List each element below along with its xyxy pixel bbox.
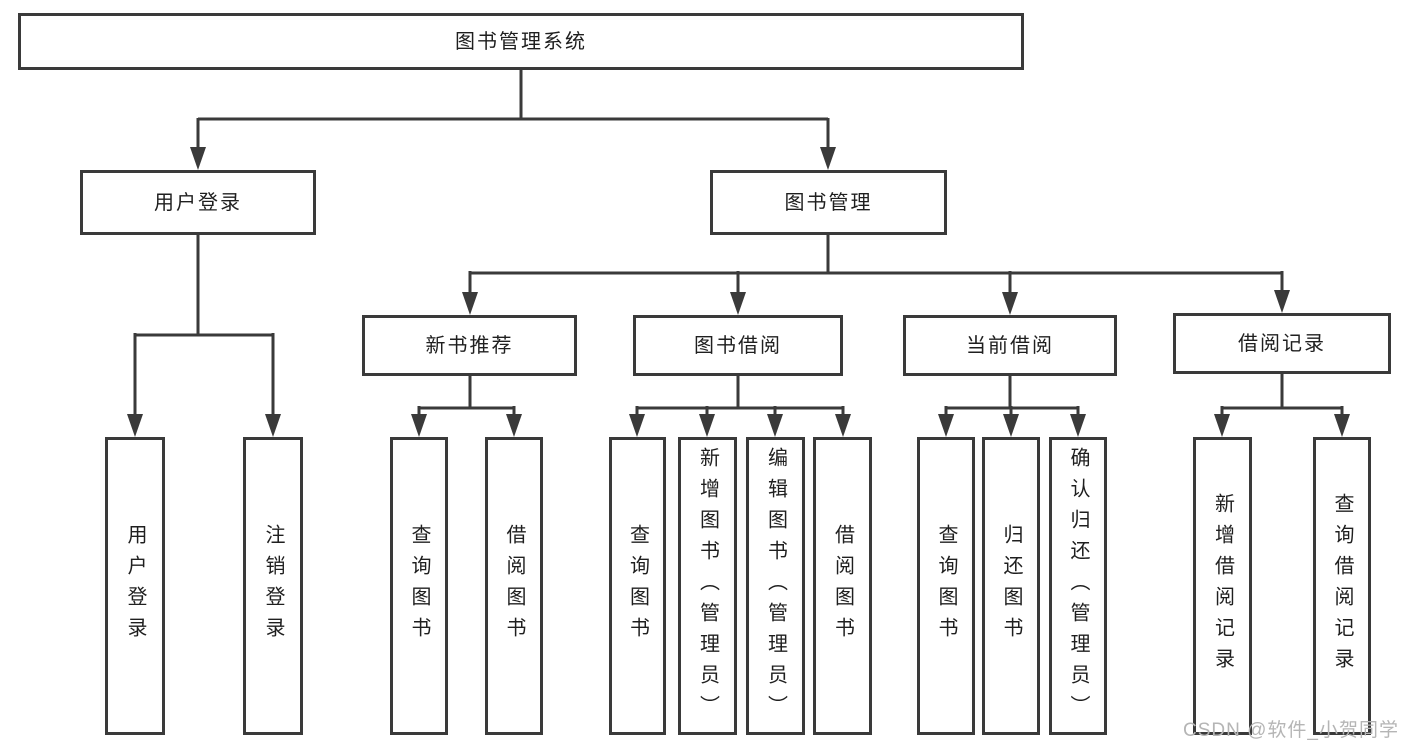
leaf-current-return-books: 归还图书 — [982, 437, 1040, 735]
box-borrow-records: 借阅记录 — [1173, 313, 1391, 374]
box-new-book-recommend: 新书推荐 — [362, 315, 577, 376]
connector-newbooks-to-leaves — [411, 376, 522, 437]
connector-bookborrow-to-leaves — [629, 376, 851, 437]
leaf-current-query-books: 查询图书 — [917, 437, 975, 735]
leaf-records-add-record: 新增借阅记录 — [1193, 437, 1252, 735]
box-library-system: 图书管理系统 — [18, 13, 1024, 70]
box-book-borrow: 图书借阅 — [633, 315, 843, 376]
leaf-borrow-borrow-books: 借阅图书 — [813, 437, 872, 735]
leaf-records-query-record: 查询借阅记录 — [1313, 437, 1371, 735]
leaf-newbooks-query-books: 查询图书 — [390, 437, 448, 735]
connector-currentborrow-to-leaves — [938, 376, 1086, 437]
box-current-borrow: 当前借阅 — [903, 315, 1117, 376]
connector-borrowrecords-to-leaves — [1214, 374, 1350, 437]
connector-root-to-level2 — [190, 70, 836, 170]
box-user-login: 用户登录 — [80, 170, 316, 235]
leaf-borrow-edit-books-admin: 编辑图书（管理员） — [746, 437, 805, 735]
leaf-current-confirm-return-admin: 确认归还（管理员） — [1049, 437, 1107, 735]
leaf-user-login: 用户登录 — [105, 437, 165, 735]
csdn-watermark: CSDN @软件_小贺同学 — [1183, 720, 1399, 741]
leaf-newbooks-borrow-books: 借阅图书 — [485, 437, 543, 735]
leaf-borrow-add-books-admin: 新增图书（管理员） — [678, 437, 737, 735]
leaf-logout: 注销登录 — [243, 437, 303, 735]
connector-userlogin-to-leaves — [127, 235, 281, 437]
box-book-management: 图书管理 — [710, 170, 947, 235]
connector-bookmgmt-to-level3 — [462, 235, 1290, 315]
leaf-borrow-query-books: 查询图书 — [609, 437, 666, 735]
